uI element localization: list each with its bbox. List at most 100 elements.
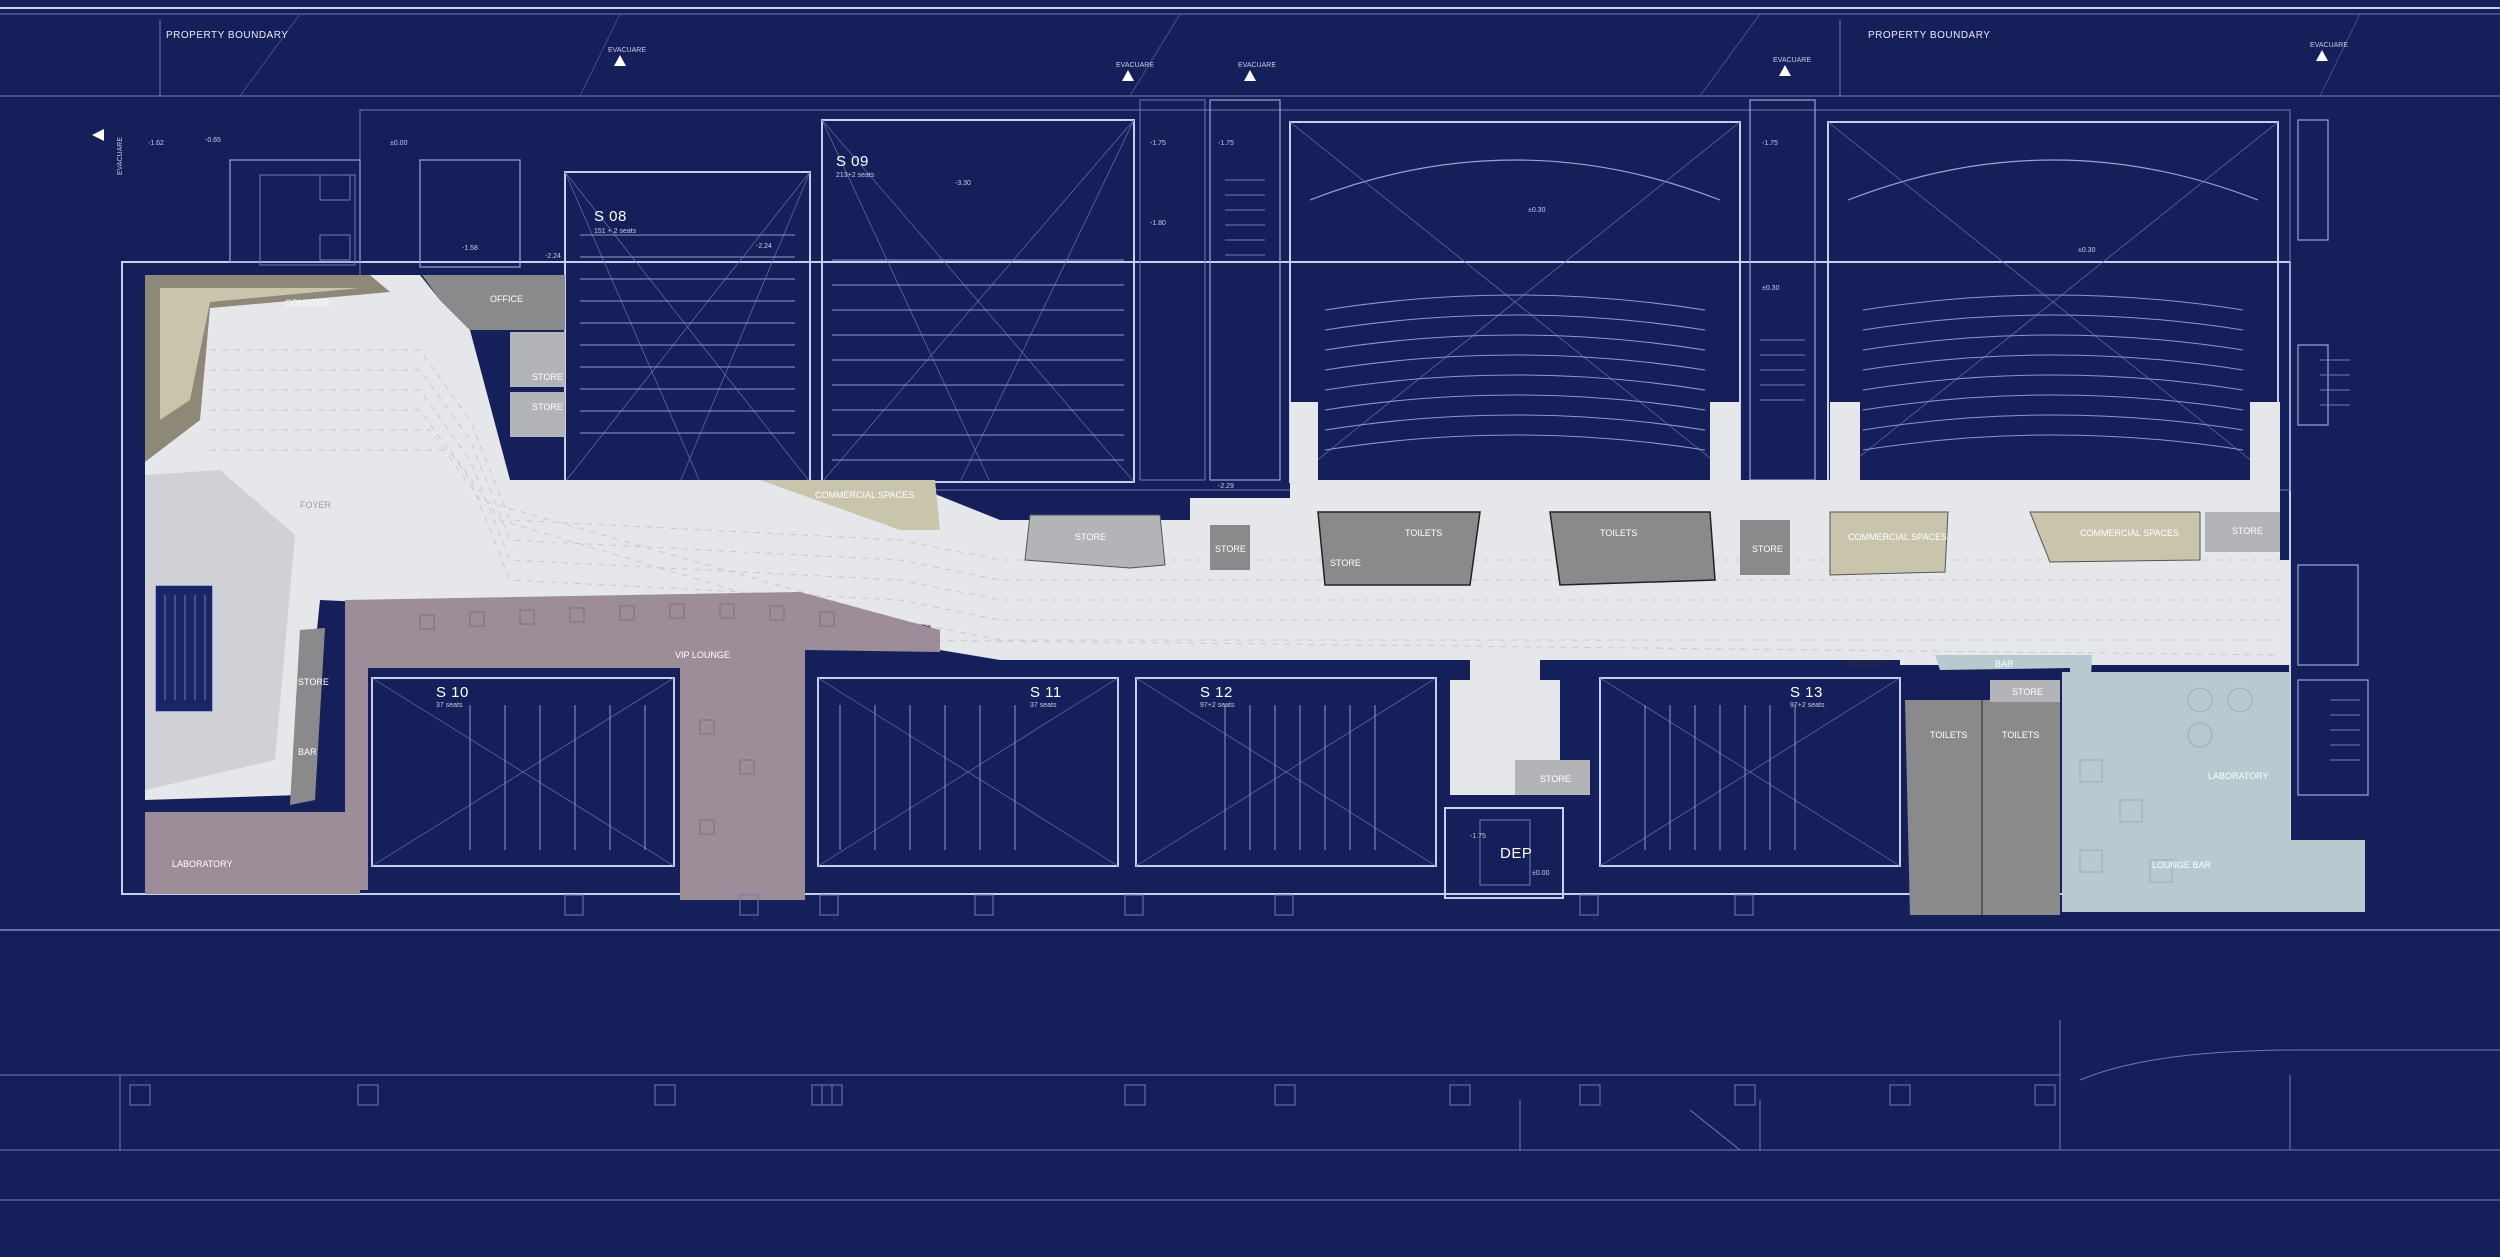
counter-area [145,275,390,462]
svg-text:-1.75: -1.75 [1218,140,1234,147]
svg-text:S 08: S 08 [594,208,627,225]
commercial-space [760,480,940,530]
hall-s10: S 10 37 seats [371,677,675,867]
office-label: OFFICE [490,294,523,304]
svg-text:EVACUARE: EVACUARE [117,137,124,175]
vip-lounge [345,592,940,900]
toilets-label: TOILETS [2002,730,2039,740]
store-label: STORE [1215,544,1246,554]
svg-text:213+2 seats: 213+2 seats [836,172,875,179]
evacuare-marker: EVACUARE [608,47,646,66]
store-label: STORE [532,372,563,382]
svg-text:-3.30: -3.30 [955,180,971,187]
svg-text:S 10: S 10 [436,684,469,701]
store-room [1740,520,1790,575]
evacuare-marker: EVACUARE [1238,62,1276,81]
vip-lounge-label: VIP LOUNGE [675,650,730,660]
staircase: -1.75 -1.75 -1.80 -2.29 [1139,99,1281,490]
svg-text:97+2 seats: 97+2 seats [1200,702,1235,709]
svg-text:-0.65: -0.65 [205,137,221,144]
store-room [1515,760,1590,795]
hall-s09: S 09 213+2 seats -3.30 [821,119,1135,483]
display-label: DISPLAY [1848,659,1885,669]
counter-top [160,288,360,420]
display-wall [1590,660,1900,668]
store-room [1990,680,2060,702]
svg-text:±0.30: ±0.30 [2078,247,2096,254]
store-room [510,392,565,437]
svg-text:-2.24: -2.24 [545,253,561,260]
svg-text:±0.30: ±0.30 [1528,207,1546,214]
svg-text:±0.30: ±0.30 [1762,285,1780,292]
property-boundary-label: PROPERTY BOUNDARY [166,30,288,41]
lounge-bar [2062,672,2365,912]
evacuare-marker: EVACUARE [2310,42,2348,61]
site-hatching [239,13,2361,97]
svg-text:-1.62: -1.62 [148,140,164,147]
laboratory-label: LABORATORY [2208,771,2269,781]
svg-text:97+2 seats: 97+2 seats [1790,702,1825,709]
dep-room: DEP -1.75 ±0.00 [1444,807,1564,899]
svg-text:-1.80: -1.80 [1150,220,1166,227]
evacuare-marker-vertical: EVACUARE [92,129,124,175]
hall-s11: S 11 37 seats [817,677,1119,867]
office-room [422,275,565,330]
ramp [1519,1100,1761,1151]
svg-text:EVACUARE: EVACUARE [1773,57,1811,64]
toilets-label: TOILETS [1600,528,1637,538]
store-room [510,332,565,387]
staircase-right [2297,119,2369,796]
svg-text:S 11: S 11 [1030,684,1062,701]
hall-s12: S 12 97+2 seats [1135,677,1437,867]
lower-columns [129,1084,2056,1106]
svg-text:S 09: S 09 [836,153,869,170]
commercial-label: COMMERCIAL SPACES [815,490,914,500]
commercial-space [1829,511,1949,576]
lounge-bar-label: LOUNGE BAR [2152,860,2212,870]
store-label: STORE [1075,532,1106,542]
svg-text:-2.29: -2.29 [1218,483,1234,490]
store-room [1210,525,1250,570]
bar-counter [1935,655,2092,700]
store-room [1024,514,1166,569]
laboratory-label: LABORATORY [172,859,233,869]
svg-text:37 seats: 37 seats [436,702,463,709]
service-rooms: -1.62 -0.65 ±0.00 -1.58 -2.24 [148,137,561,268]
svg-text:37 seats: 37 seats [1030,702,1057,709]
evacuare-marker: EVACUARE [1116,62,1154,81]
store-room [2205,512,2280,552]
commercial-label: COMMERCIAL SPACES [2080,528,2179,538]
foyer-label: FOYER [300,500,332,510]
store-label: STORE [2232,526,2263,536]
lounge-bar-furniture [2079,687,2253,883]
escalator [154,584,214,713]
svg-text:S 12: S 12 [1200,684,1233,701]
svg-text:S 13: S 13 [1790,684,1823,701]
store-label: STORE [1330,558,1361,568]
svg-text:-1.58: -1.58 [462,245,478,252]
svg-text:EVACUARE: EVACUARE [2310,42,2348,49]
svg-text:±0.00: ±0.00 [1532,870,1550,877]
store-label: STORE [298,677,329,687]
toilets-label: TOILETS [1405,528,1442,538]
svg-text:±0.00: ±0.00 [390,140,408,147]
toilets-room [1317,511,1481,586]
svg-text:DEP: DEP [1500,845,1532,862]
ramp [2059,1020,2291,1151]
svg-text:EVACUARE: EVACUARE [1116,62,1154,69]
bar-label: BAR [1995,659,2014,669]
svg-text:-1.75: -1.75 [1470,833,1486,840]
toilets-label: TOILETS [1930,730,1967,740]
svg-text:EVACUARE: EVACUARE [608,47,646,54]
store-label: STORE [532,402,563,412]
counter-label: COUNTER [285,298,330,308]
store-label: STORE [2012,687,2043,697]
svg-text:151 + 2 seats: 151 + 2 seats [594,228,637,235]
hall-s13: S 13 97+2 seats [1599,677,1901,867]
svg-text:-2.24: -2.24 [756,243,772,250]
laboratory-room [145,812,360,894]
svg-text:-1.75: -1.75 [1150,140,1166,147]
store-label: STORE [1540,774,1571,784]
toilets-room [1549,511,1716,586]
